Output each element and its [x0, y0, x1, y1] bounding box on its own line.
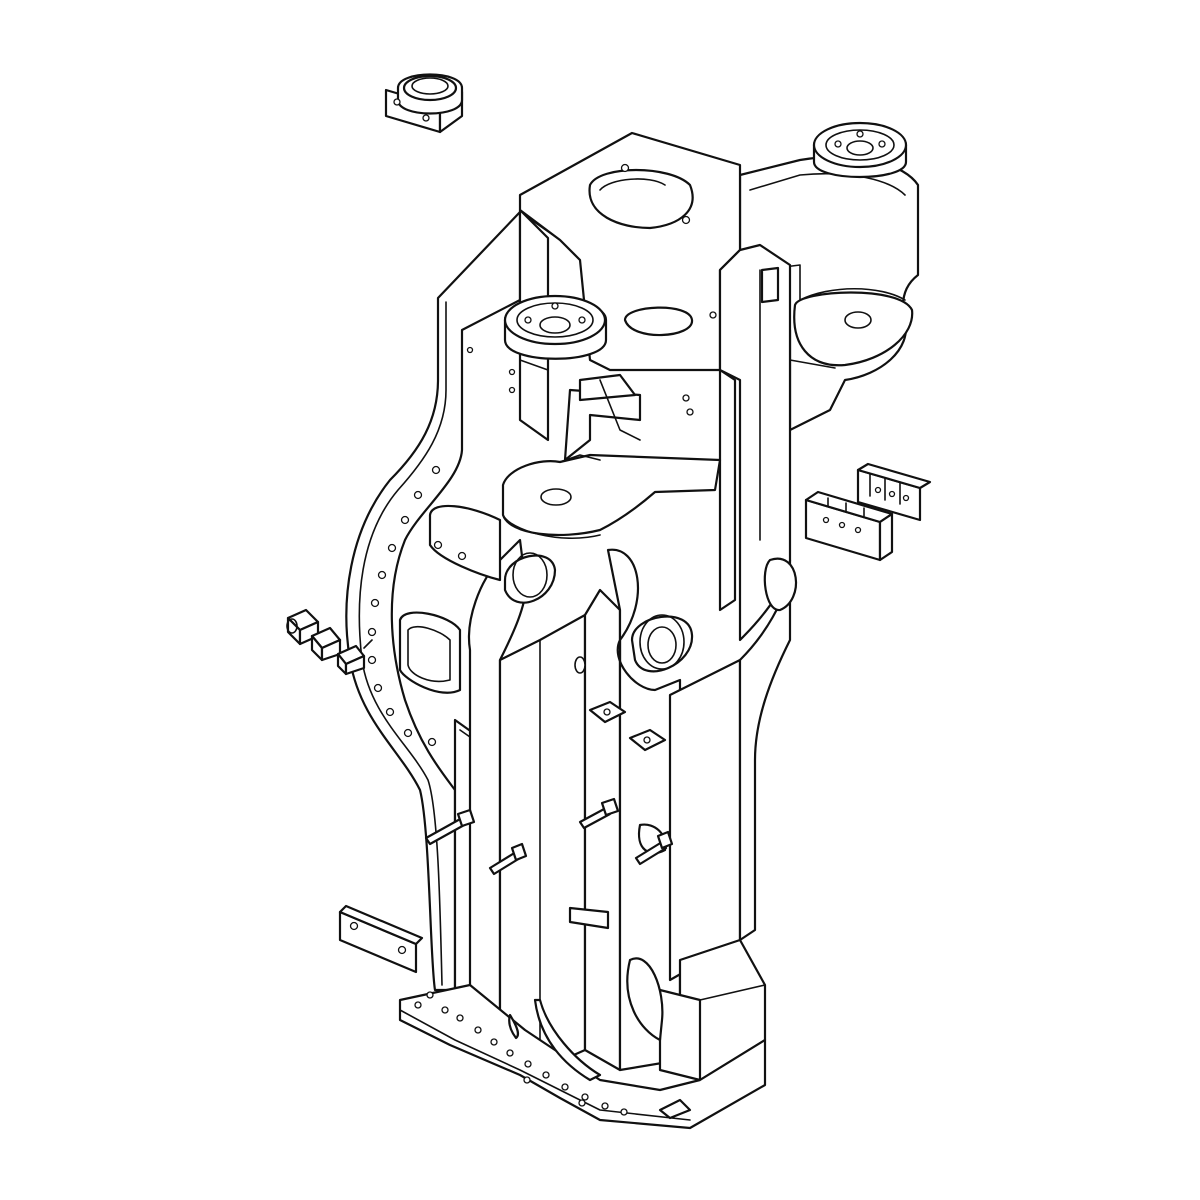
detached-bracket-top — [384, 73, 464, 134]
side-shim-plate — [338, 904, 424, 974]
bolt-set — [424, 797, 674, 876]
frame-clips — [588, 700, 667, 752]
bushing-set-left — [286, 608, 373, 676]
upper-right-arm — [738, 155, 920, 432]
lower-mount-bracket — [501, 453, 722, 604]
upper-mount-plate — [518, 131, 798, 642]
right-boss-ring — [630, 614, 694, 673]
bushing-top-right — [812, 121, 908, 179]
spacer-block-pair — [804, 462, 932, 562]
bushing-top-left — [503, 294, 608, 360]
left-cross-tube — [398, 504, 502, 694]
